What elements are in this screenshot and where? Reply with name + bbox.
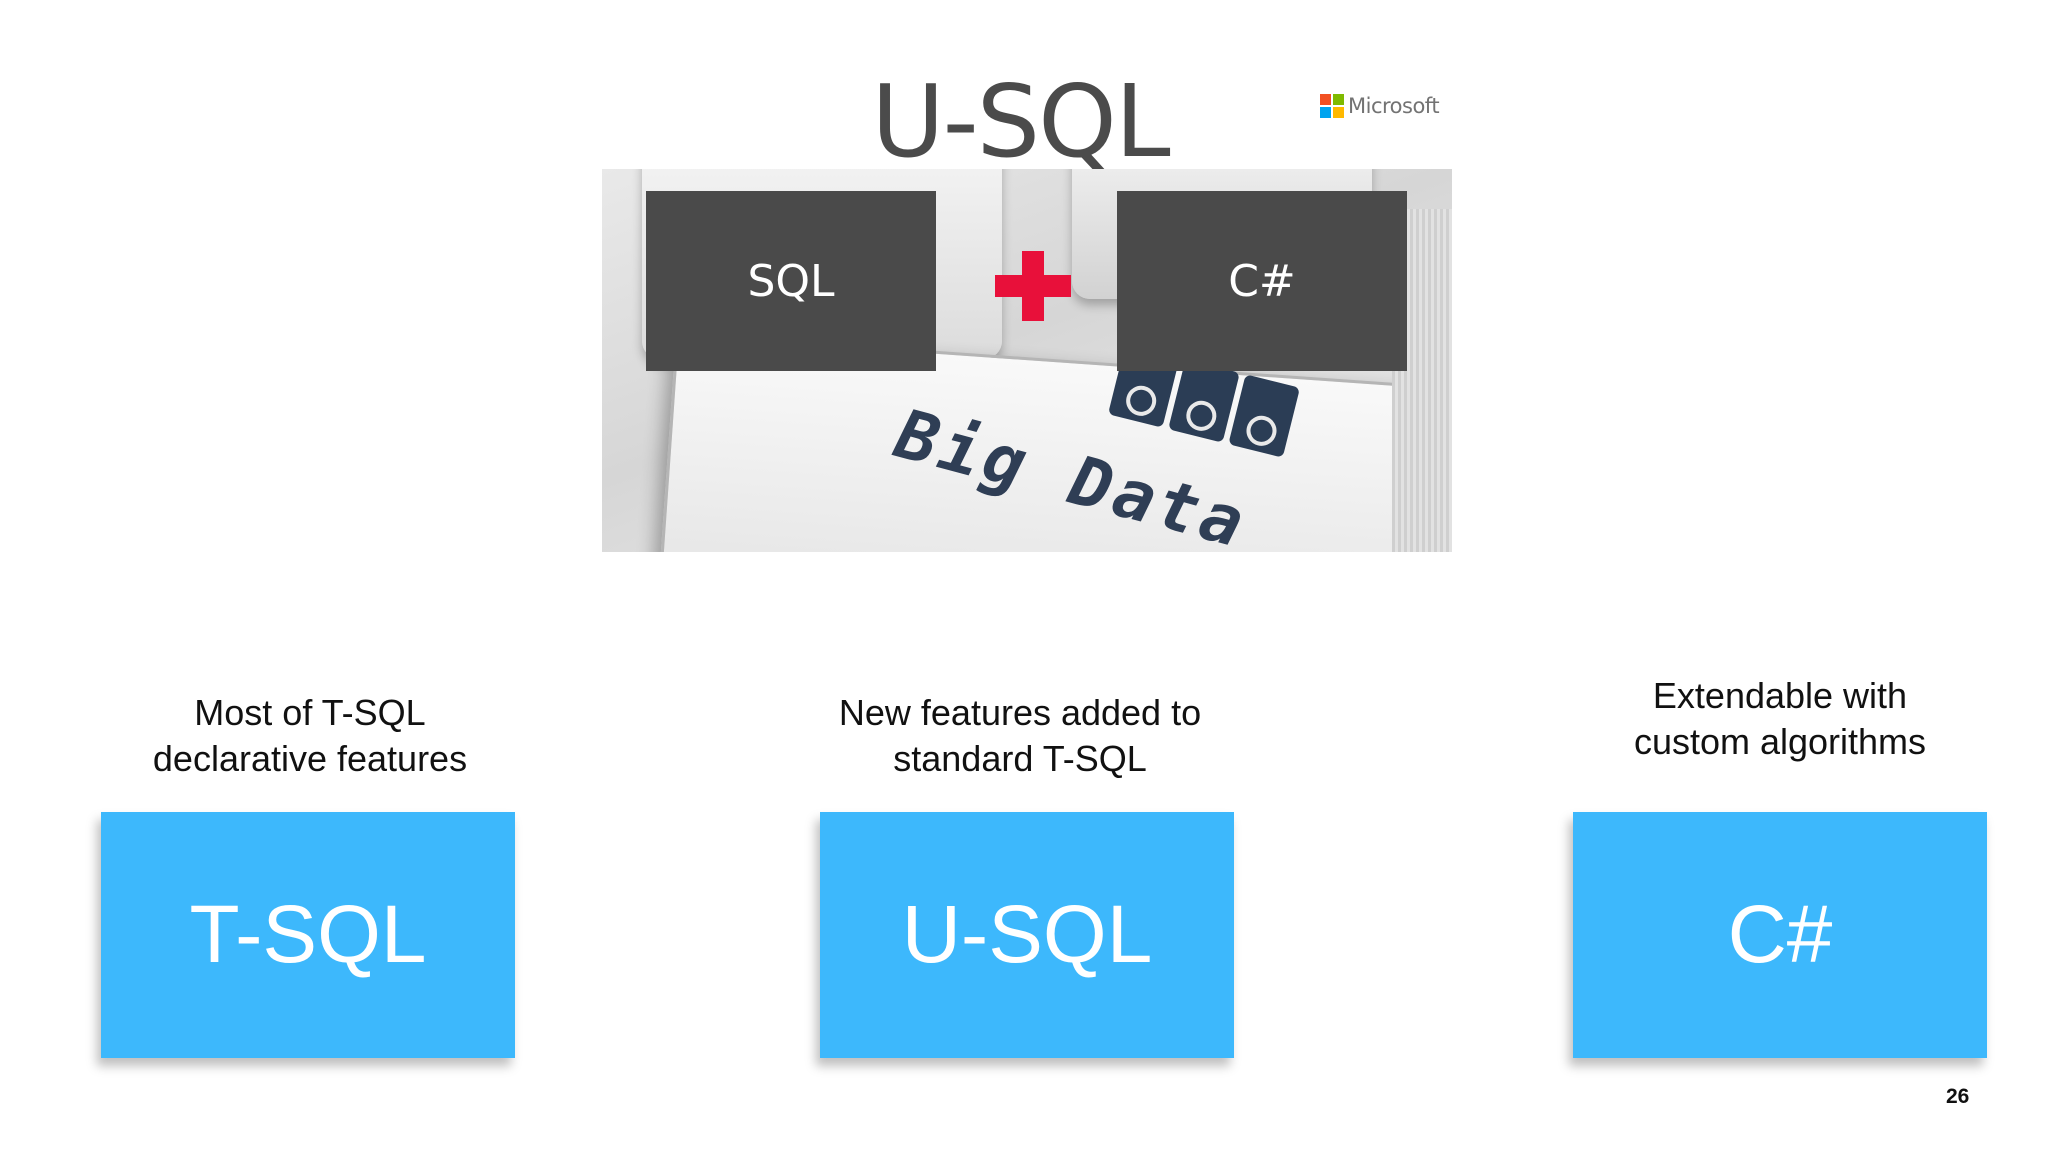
- caption-csharp: Extendable with custom algorithms: [1633, 675, 1927, 762]
- csharp-box: C#: [1117, 191, 1407, 371]
- microsoft-logo-text: Microsoft: [1348, 94, 1440, 118]
- hero-title: U-SQL: [871, 63, 1170, 180]
- page-number: 26: [1946, 1085, 1970, 1108]
- csharp-main-box: C#: [1573, 812, 1987, 1058]
- keyboard-photo: Big Data SQL C#: [602, 169, 1452, 552]
- caption-usql: New features added to standard T-SQL: [838, 692, 1202, 779]
- caption-tsql: Most of T-SQL declarative features: [152, 692, 468, 779]
- sql-box: SQL: [646, 191, 936, 371]
- usql-box: U-SQL: [820, 812, 1234, 1058]
- tsql-box: T-SQL: [101, 812, 515, 1058]
- microsoft-logo-icon: [1320, 94, 1344, 118]
- microsoft-logo: Microsoft: [1320, 94, 1440, 118]
- plus-icon: [995, 251, 1071, 321]
